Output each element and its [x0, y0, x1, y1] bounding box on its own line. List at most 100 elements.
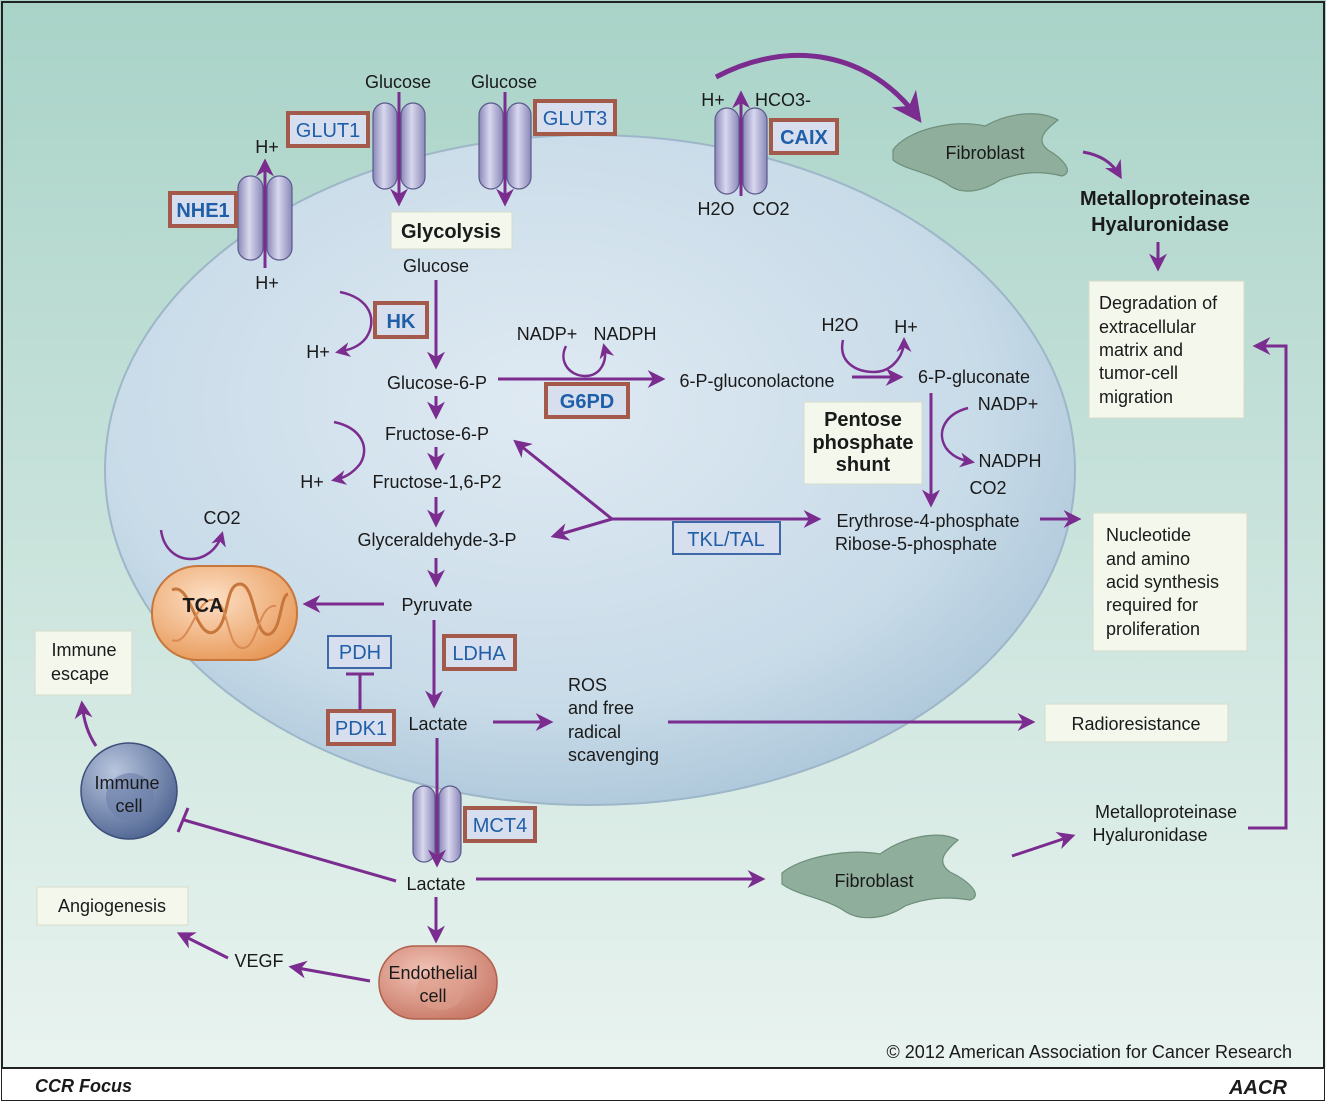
- ribose-label: Ribose-5-phosphate: [835, 534, 997, 554]
- metallo-top-line-1: Metalloproteinase: [1080, 188, 1250, 210]
- nhe1-label: NHE1: [176, 200, 229, 222]
- endothelial-to-vegf-arrow: [288, 960, 371, 983]
- pdk1-label: PDK1: [335, 718, 387, 740]
- tkl-tal-box: TKL/TAL: [672, 521, 781, 555]
- caix-box: CAIX: [769, 118, 839, 155]
- gluconate-label: 6-P-gluconate: [918, 367, 1030, 387]
- shunt-line-3: shunt: [836, 454, 891, 476]
- glut1-box: GLUT1: [286, 111, 370, 148]
- fibroblast-top-shape: [892, 113, 1068, 192]
- hk-label: HK: [387, 311, 416, 333]
- mct4-label: MCT4: [473, 815, 527, 837]
- g6pd-nadp-label: NADP+: [517, 324, 578, 344]
- metallo-bottom-line-1: Metalloproteinase: [1095, 802, 1237, 822]
- glucose-6p-label: Glucose-6-P: [387, 373, 487, 393]
- lactate-outer-label: Lactate: [406, 874, 465, 894]
- nucleotide-line-1: Nucleotide: [1106, 525, 1191, 545]
- fructose-6p-label: Fructose-6-P: [385, 424, 489, 444]
- metallo-bottom-line-2: Hyaluronidase: [1092, 825, 1207, 845]
- caix-to-fibroblast-arrow: [714, 52, 922, 123]
- pdk1-box: PDK1: [326, 709, 396, 746]
- gluconolactone-label: 6-P-gluconolactone: [679, 371, 834, 391]
- ppp-nadph2-label: NADPH: [978, 451, 1041, 471]
- glucose-right-label: Glucose: [471, 72, 537, 92]
- endothelial-line-1: Endothelial: [388, 963, 477, 983]
- tca-co2-curve: [159, 529, 226, 561]
- glut1-label: GLUT1: [296, 120, 360, 142]
- g6pd-nadph-label: NADPH: [593, 324, 656, 344]
- gluconate-nadp-curve: [940, 406, 975, 468]
- radioresistance-label: Radioresistance: [1071, 714, 1200, 734]
- pdh-box: PDH: [327, 635, 392, 669]
- nhe1-box: NHE1: [168, 191, 238, 228]
- nucleotide-box: Nucleotide and amino acid synthesis requ…: [1092, 512, 1248, 652]
- degradation-line-4: tumor-cell: [1099, 363, 1178, 383]
- hk-h-label: H+: [306, 342, 330, 362]
- glycolysis-title: Glycolysis: [401, 221, 501, 243]
- angiogenesis-label: Angiogenesis: [58, 896, 166, 916]
- degradation-line-5: migration: [1099, 387, 1173, 407]
- tkl-tal-label: TKL/TAL: [687, 529, 764, 551]
- degradation-box: Degradation of extracellular matrix and …: [1088, 280, 1245, 419]
- degradation-line-3: matrix and: [1099, 340, 1183, 360]
- glut3-channel: [478, 92, 532, 207]
- lactate-inner-label: Lactate: [408, 714, 467, 734]
- fibroblast-bottom-label: Fibroblast: [834, 871, 913, 891]
- degradation-line-2: extracellular: [1099, 317, 1196, 337]
- vegf-to-angiogenesis-arrow: [176, 932, 229, 960]
- radioresistance-box: Radioresistance: [1044, 703, 1229, 743]
- caix-co2-label: CO2: [752, 199, 789, 219]
- h2o-curve: [840, 337, 912, 374]
- immune-escape-line-2: escape: [51, 664, 109, 684]
- fibroblast-top-label: Fibroblast: [945, 143, 1024, 163]
- tca-co2-label: CO2: [203, 508, 240, 528]
- caix-h-label: H+: [701, 90, 725, 110]
- footer-bar: [2, 1069, 1324, 1100]
- fibroblast-bottom-shape: [781, 834, 976, 919]
- nucleotide-line-5: proliferation: [1106, 619, 1200, 639]
- ldha-label: LDHA: [452, 643, 506, 665]
- tkl-to-f6p-arrow: [513, 439, 613, 521]
- ppp-h2o-label: H2O: [821, 315, 858, 335]
- glycolysis-box: Glycolysis: [390, 211, 513, 250]
- immune-to-escape-arrow: [74, 700, 98, 747]
- pfk-h-label: H+: [300, 472, 324, 492]
- pfk-h-curve: [331, 420, 366, 485]
- pyruvate-label: Pyruvate: [401, 595, 472, 615]
- ppp-co2-label: CO2: [969, 478, 1006, 498]
- immune-escape-line-1: Immune: [51, 640, 116, 660]
- shunt-line-1: Pentose: [824, 409, 902, 431]
- metallo-bottom-to-degradation-arrow: [1248, 337, 1288, 830]
- degradation-line-1: Degradation of: [1099, 293, 1218, 313]
- glucose-inner-label: Glucose: [403, 256, 469, 276]
- nhe1-channel: [237, 158, 293, 268]
- glut3-label: GLUT3: [543, 108, 607, 130]
- copyright-text: © 2012 American Association for Cancer R…: [887, 1042, 1292, 1062]
- lactate-inhibits-immune-line: [183, 818, 397, 883]
- pentose-shunt-box: Pentose phosphate shunt: [803, 401, 923, 485]
- mct4-channel: [412, 785, 462, 863]
- ros-line-3: radical: [568, 722, 621, 742]
- ros-line-2: and free: [568, 698, 634, 718]
- immune-cell-line-2: cell: [115, 796, 142, 816]
- nucleotide-line-2: and amino: [1106, 549, 1190, 569]
- nucleotide-line-4: required for: [1106, 595, 1198, 615]
- caix-label: CAIX: [780, 127, 828, 149]
- ppp-nadp2-label: NADP+: [978, 394, 1039, 414]
- fibroblast-to-metallo-arrow: [1082, 150, 1122, 180]
- aacr-logo: AACR: [1228, 1077, 1287, 1099]
- hco3-label: HCO3-: [755, 90, 811, 110]
- glucose-left-label: Glucose: [365, 72, 431, 92]
- immune-escape-box: Immune escape: [34, 630, 133, 696]
- fibroblast-to-metallo-bottom-arrow: [1011, 832, 1076, 858]
- g6pd-nadp-curve: [562, 343, 615, 378]
- immune-inhibition-bar: [176, 807, 190, 833]
- caix-channel: [714, 90, 768, 196]
- fructose-16p2-label: Fructose-1,6-P2: [372, 472, 501, 492]
- endothelial-cell: [378, 945, 498, 1020]
- journal-title: CCR Focus: [35, 1076, 132, 1096]
- ros-line-4: scavenging: [568, 745, 659, 765]
- hk-box: HK: [373, 301, 429, 339]
- ldha-box: LDHA: [442, 634, 517, 671]
